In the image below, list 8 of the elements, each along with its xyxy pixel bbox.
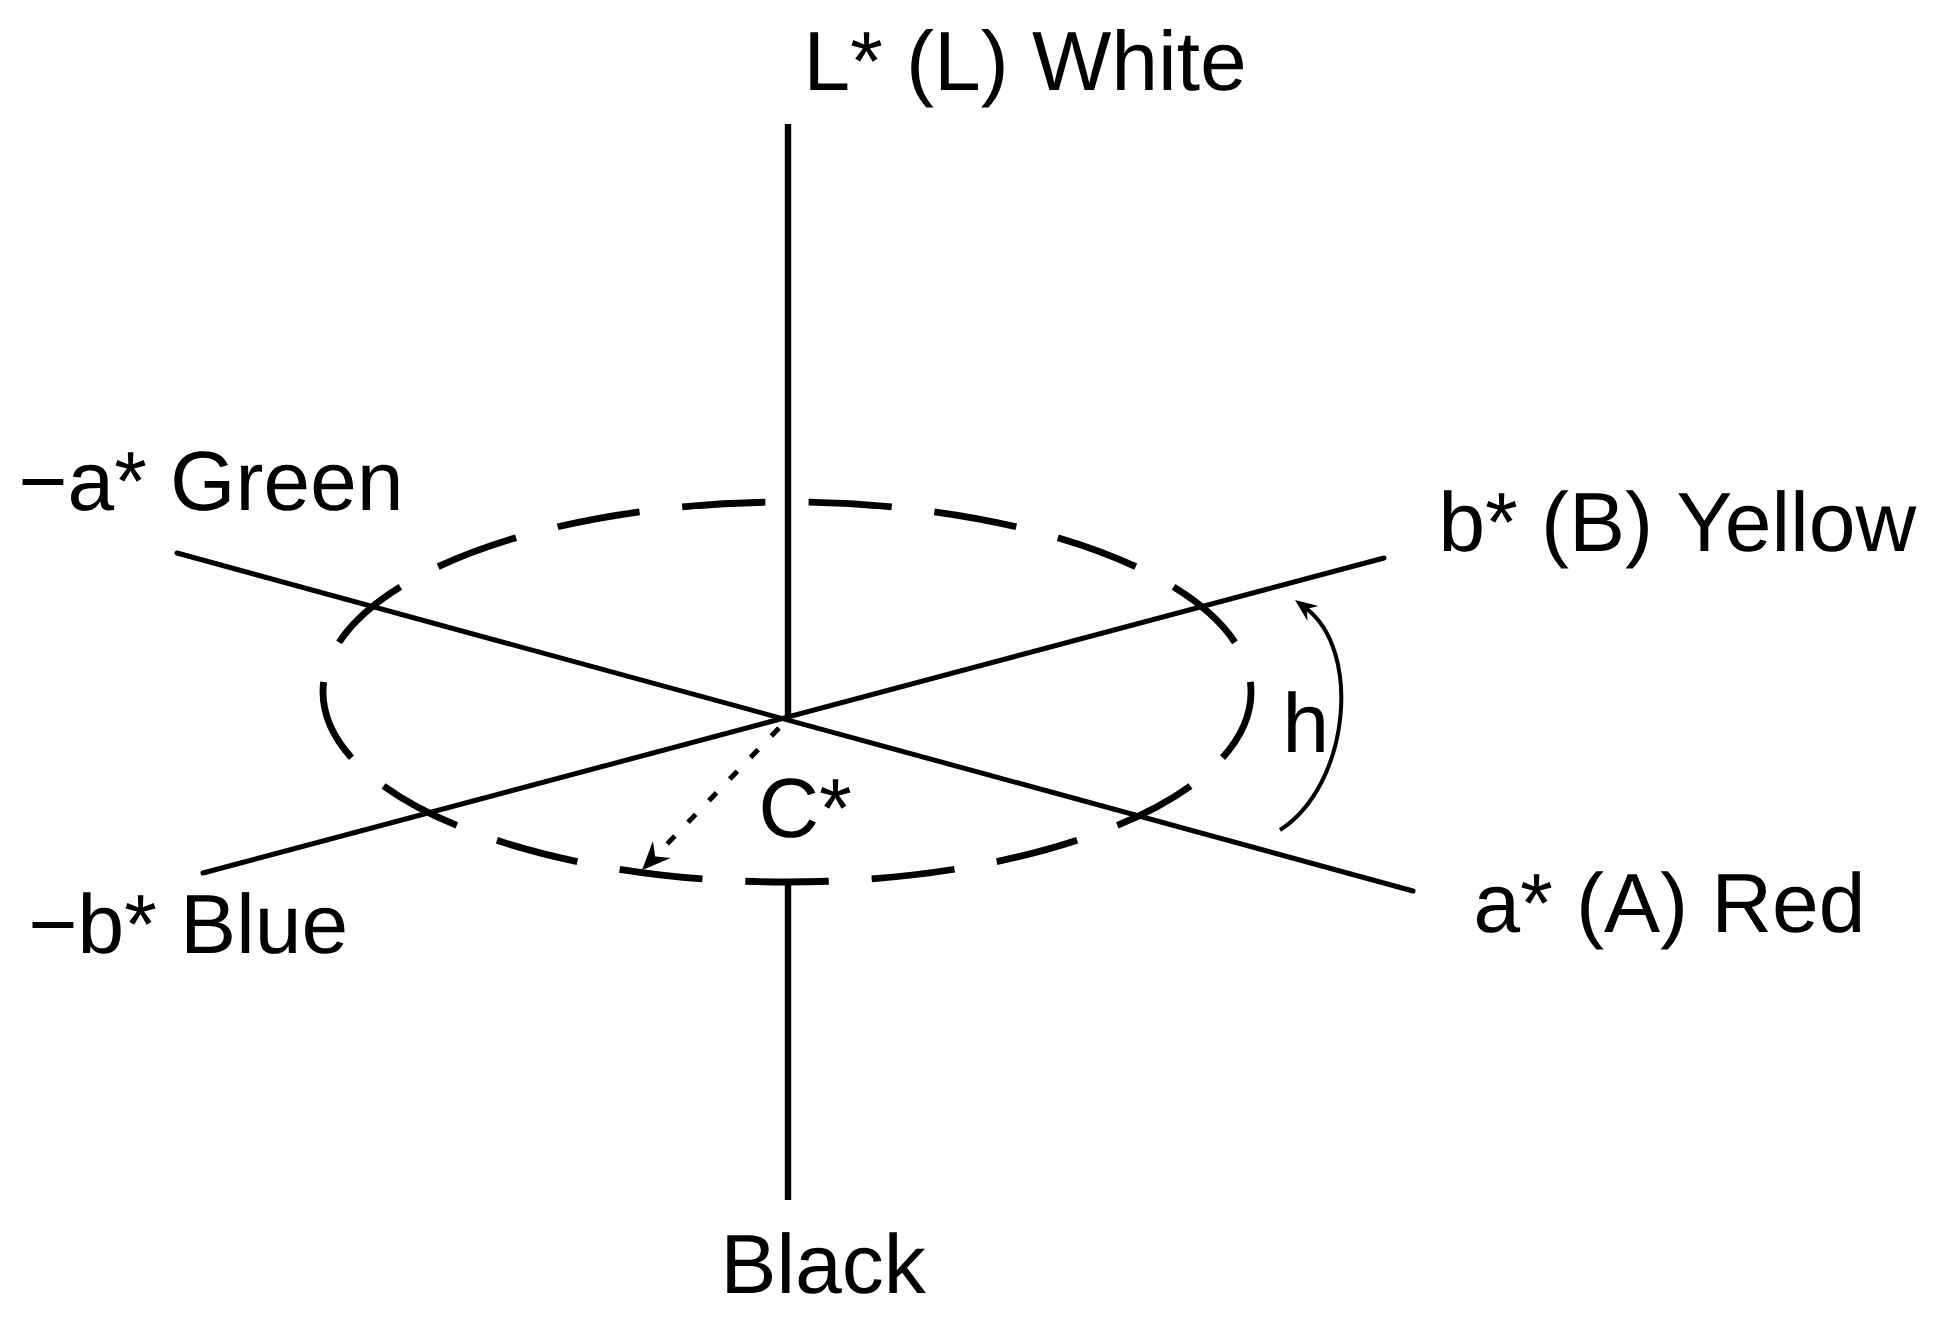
arc-label: h xyxy=(1288,691,1324,752)
axis-label: a* (A) Red xyxy=(1477,871,1861,950)
axis-label: −a* Green xyxy=(22,451,399,511)
arrow-label: C* xyxy=(762,778,851,838)
axis-label: Black xyxy=(727,1232,926,1294)
axis-label: −b* Blue xyxy=(32,892,345,954)
axis-label: b* (B) Yellow xyxy=(1443,490,1917,569)
axis-label: L* (L) White xyxy=(810,29,1244,108)
